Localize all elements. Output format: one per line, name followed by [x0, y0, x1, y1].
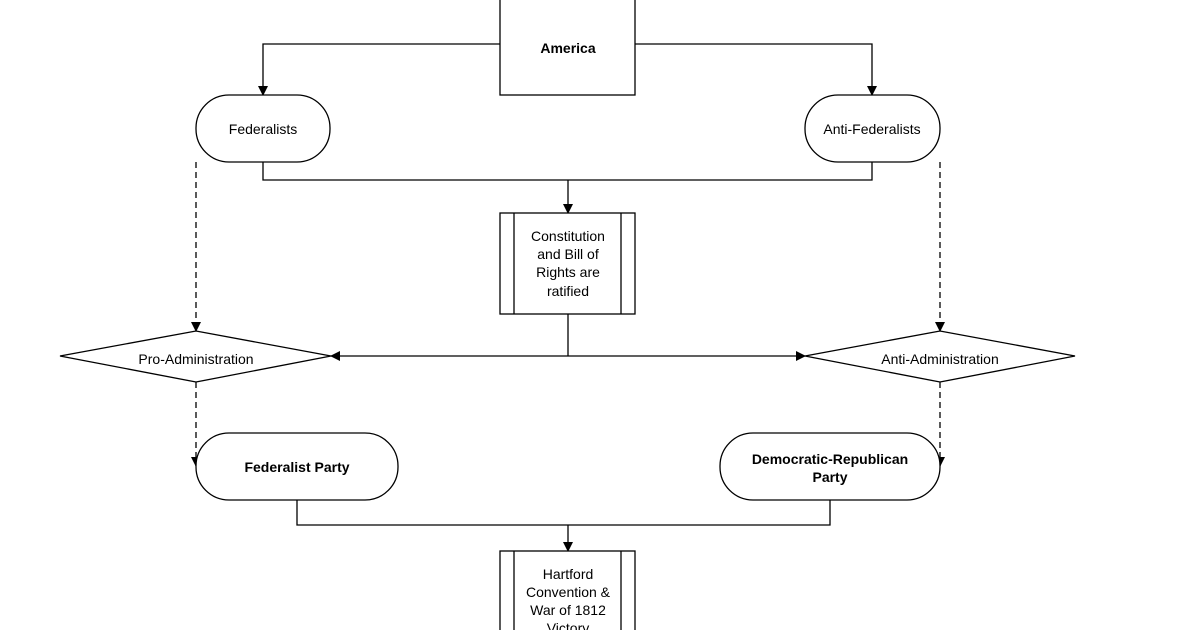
node-pro-administration[interactable]: Pro-Administration: [59, 330, 332, 383]
node-label-line: and Bill of: [537, 246, 599, 262]
node-democratic-republican-party[interactable]: Democratic-Republican Party: [719, 432, 941, 501]
connectors: [191, 43, 945, 552]
edge-america-federalists: [258, 43, 500, 96]
edge-factions-merge: [262, 162, 873, 181]
node-label-line: Party: [812, 469, 847, 485]
node-anti-federalists[interactable]: Anti-Federalists: [804, 94, 941, 163]
node-label: America: [540, 40, 595, 56]
node-label-line: Hartford: [543, 566, 594, 582]
node-label-line: Democratic-Republican: [752, 451, 908, 467]
node-label-line: Victory: [547, 620, 590, 630]
node-anti-administration[interactable]: Anti-Administration: [804, 330, 1076, 383]
node-label-line: Convention &: [526, 584, 611, 600]
node-hartford-convention[interactable]: Hartford Convention & War of 1812 Victor…: [499, 550, 636, 630]
node-label-line: ratified: [547, 283, 589, 299]
node-america[interactable]: America: [499, 0, 636, 96]
node-label: Pro-Administration: [138, 351, 253, 367]
node-label-line: Constitution: [531, 228, 605, 244]
node-label-line: War of 1812: [530, 602, 606, 618]
edge-america-antifederalists: [635, 43, 877, 96]
node-federalists[interactable]: Federalists: [195, 94, 331, 163]
node-label: Anti-Administration: [881, 351, 999, 367]
node-federalist-party[interactable]: Federalist Party: [195, 432, 399, 501]
node-label: Federalist Party: [244, 459, 349, 475]
edge-parties-merge: [296, 500, 831, 526]
node-label: Anti-Federalists: [823, 121, 920, 137]
node-label-line: Rights are: [536, 264, 600, 280]
node-constitution[interactable]: Constitution and Bill of Rights are rati…: [499, 212, 636, 315]
node-label: Federalists: [229, 121, 297, 137]
